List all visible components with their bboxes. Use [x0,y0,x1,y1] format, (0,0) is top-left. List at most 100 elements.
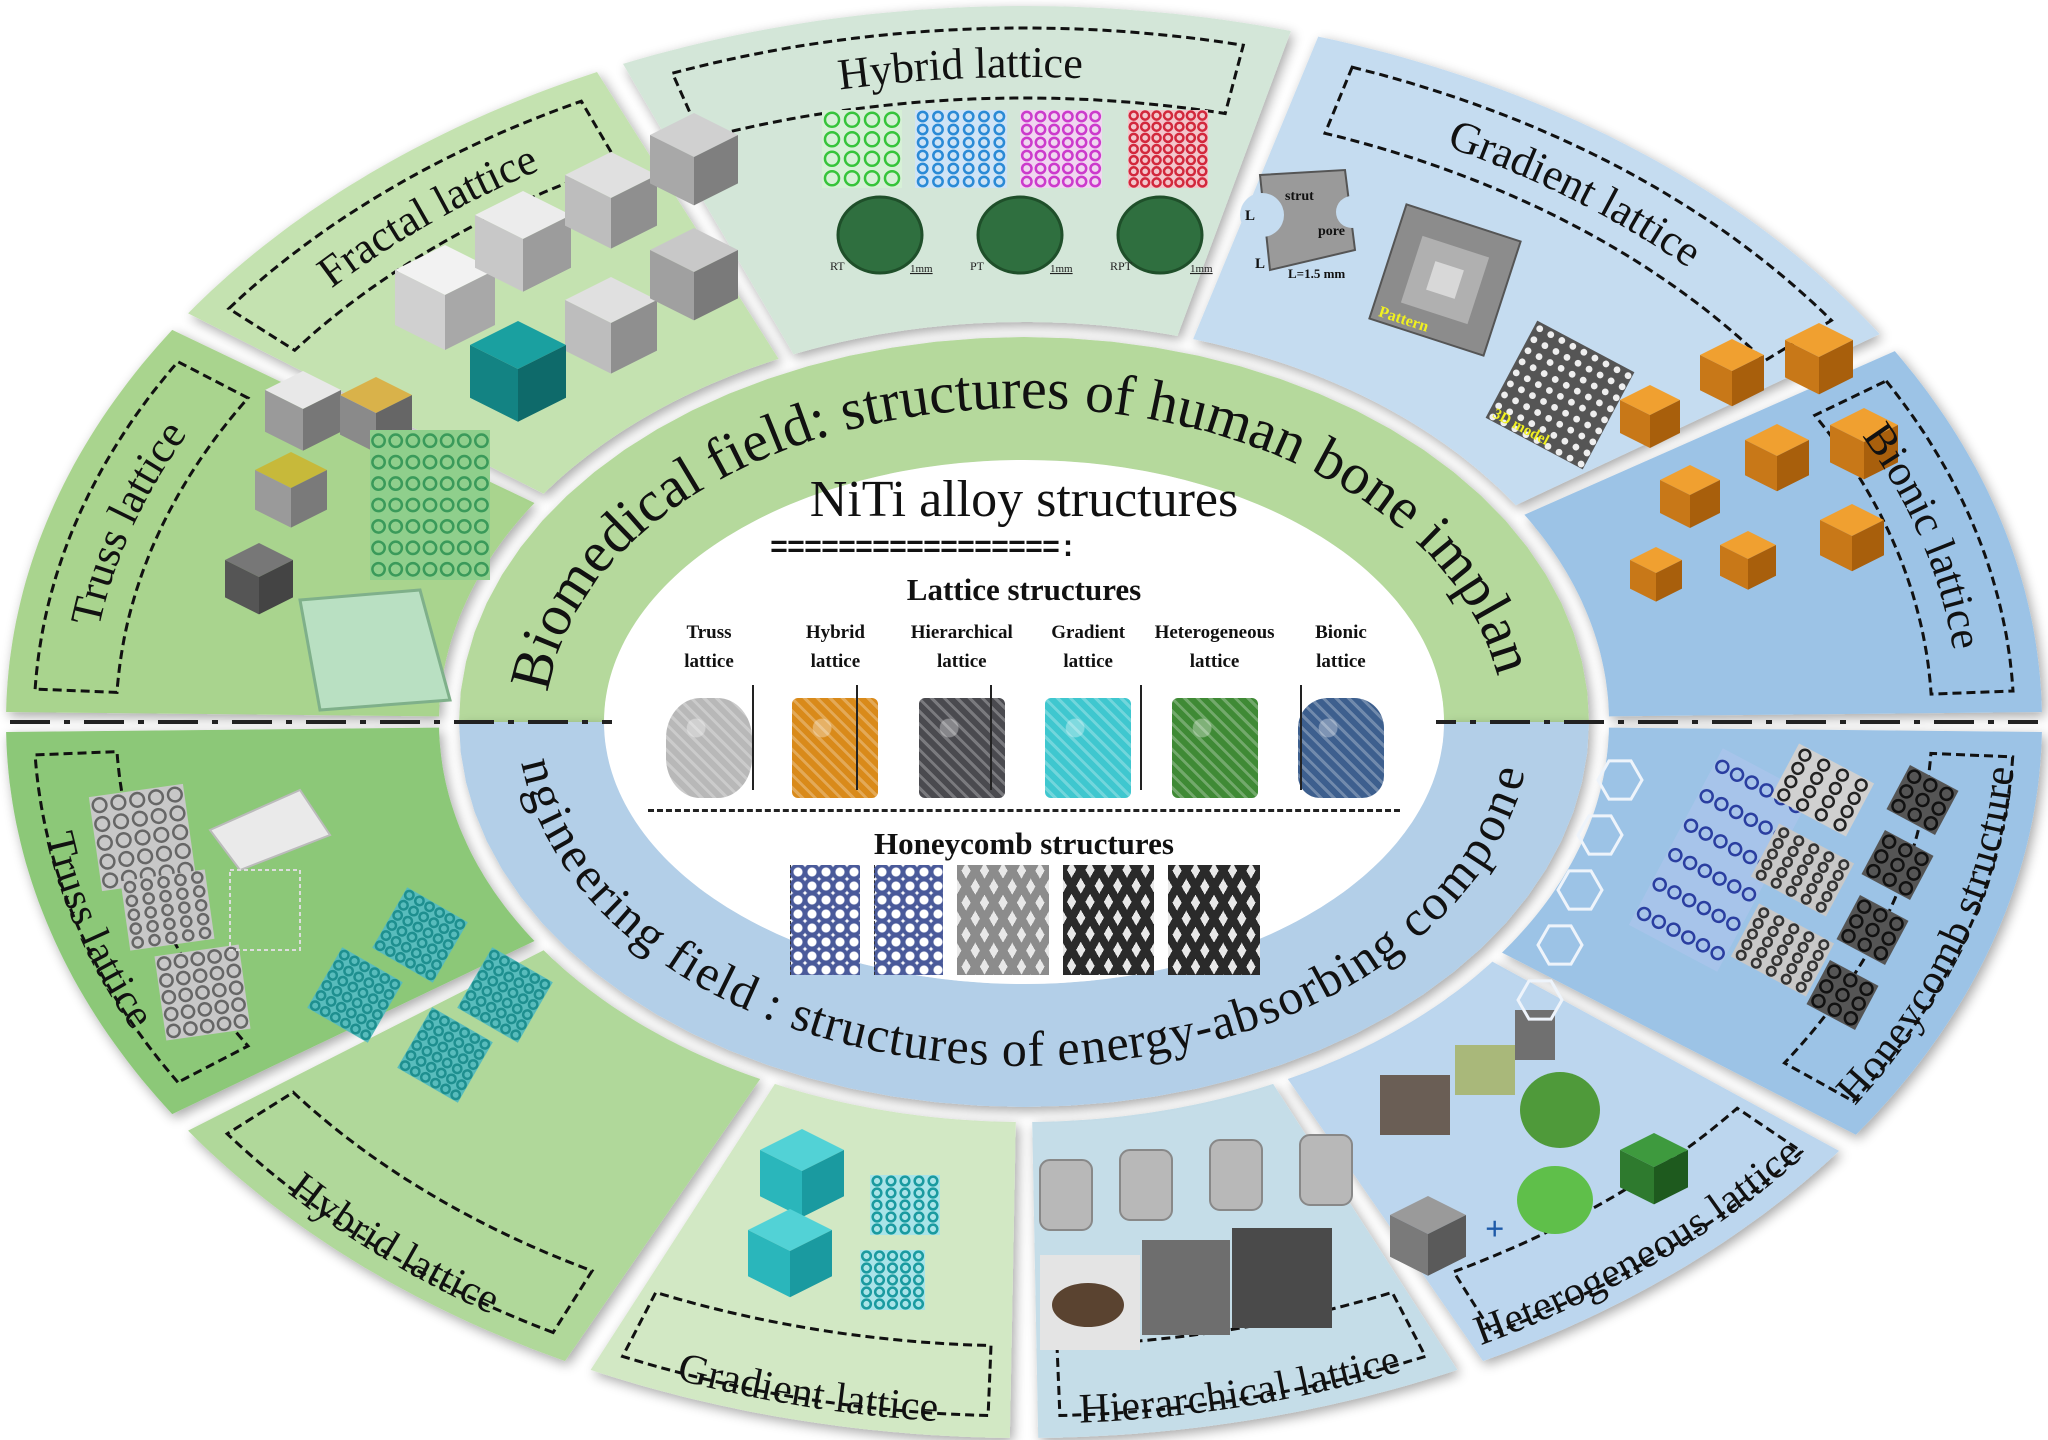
hybrid-lattice-thumbnail [792,698,879,798]
truss-implant-shape [298,588,452,712]
gyroid-unit-cell [1240,168,1368,272]
gradient-lattice-slice [870,1175,940,1235]
truss-lattice-thumbnail [666,698,752,798]
bio-inspiration-photo [1455,1045,1515,1095]
label-frame [670,26,1246,141]
hybrid-grid-blue-green [915,110,1007,188]
base-cube [1390,1196,1466,1276]
lattice-type-label: Truss [686,622,732,643]
hybrid-grid-red [1128,110,1208,188]
column-separator [990,685,992,790]
hybrid-pt-scaffold [976,195,1064,275]
hierarchical-tube [1039,1159,1093,1231]
fractal-cube [650,113,738,206]
outer-panel-bionic-lattice [1524,351,2042,717]
gradient-lattice-slice [860,1250,925,1310]
truss-lattice-sample [120,869,215,951]
bionic-lattice-thumbnail [1297,698,1384,798]
hybrid-lattice-block [397,1007,493,1103]
scale-bar-label: 1mm [1190,263,1213,275]
honeycomb-thumbnail [873,865,944,975]
honeycomb-thumbnail [790,865,860,975]
gyroid-annotation: pore [1318,224,1345,239]
dimension-label: L [1245,208,1255,224]
gradient-lattice-cube [760,1129,844,1218]
hierarchical-tube [1299,1134,1353,1206]
center-title: NiTi alloy structures [809,471,1239,528]
biomedical-band [459,337,1589,722]
column-separator [856,685,858,790]
hybrid-caption: RPT [1110,259,1133,273]
dimension-label: L [1255,256,1265,272]
lattice-type-label: Hybrid [805,622,865,643]
dashed-divider [648,809,1400,812]
hybrid-rt-scaffold [836,195,924,275]
honeycomb-sample [1750,823,1855,917]
lattice-type-label: Heterogeneous [1154,622,1275,643]
hierarchical-tube [1119,1149,1173,1221]
lattice-type-label: Gradient [1051,622,1126,643]
bionic-lattice-cube [1830,408,1898,480]
hybrid-lattice-block [307,947,403,1043]
fractal-cube [565,152,657,249]
honeycomb-black-block [1886,765,1959,835]
lattice-type-label: lattice [1316,651,1366,672]
lattice-type-label: Hierarchical [910,622,1013,643]
bio-inspiration-photo [1380,1075,1450,1135]
gyroid-annotation: strut [1285,189,1314,204]
truss-node-diagram [229,869,301,951]
honeycomb-sample [1730,903,1835,997]
truss-unit-cell [255,452,327,528]
outer-panel-hybrid-lattice [188,950,761,1362]
panel-background [1524,351,2042,717]
label-frame [1782,751,2015,1104]
engineering-band [459,722,1589,1107]
plus-icon: + [1485,1211,1504,1248]
gradient-lattice-thumbnail [1045,698,1132,798]
gradient-lattice-cube [748,1209,832,1298]
heterogeneous-result-cube [1620,1133,1688,1205]
bio-inspiration-photo [1515,1010,1555,1060]
honeycomb-cell-outlines [1516,759,1644,1021]
honeycomb-black-block [1806,960,1879,1030]
column-separator [1300,685,1302,790]
heterogeneous-lattice-thumbnail [1171,698,1258,798]
hybrid-rpt-scaffold [1116,195,1204,275]
hierarchical-tube [1209,1139,1263,1211]
hybrid-caption: PT [970,259,985,273]
sem-image [1232,1228,1332,1328]
column-separator [1140,685,1142,790]
crab-shape [1052,1283,1124,1327]
hybrid-lattice-block [457,947,553,1043]
honeycomb-thumbnail [1062,865,1155,975]
panel-background [188,950,761,1362]
scale-bar-label: 1mm [910,263,933,275]
lattice-type-label: lattice [684,651,734,672]
hybrid-grid-green [822,110,902,188]
gyroid-annotation: L=1.5 mm [1288,266,1345,281]
label-frame [1812,379,2015,696]
fractal-cube [565,277,657,374]
lattice-blob [1517,1166,1593,1234]
hybrid-lattice-block [372,887,468,983]
fractal-cube [475,191,571,292]
bionic-lattice-cube [1660,465,1720,528]
label-frame [620,1290,993,1418]
scale-bar-label: 1mm [1050,263,1073,275]
double-rule-divider: =================: [770,540,1077,558]
honeycomb-thumbnail [1168,865,1261,975]
honeycomb-black-block [1836,895,1909,965]
lattice-blob [1520,1072,1600,1148]
fractal-cube [395,245,495,350]
label-frame [33,359,251,694]
bionic-lattice-cube [1720,531,1776,590]
truss-lattice-grid [370,430,490,580]
fractal-cube [650,228,738,321]
